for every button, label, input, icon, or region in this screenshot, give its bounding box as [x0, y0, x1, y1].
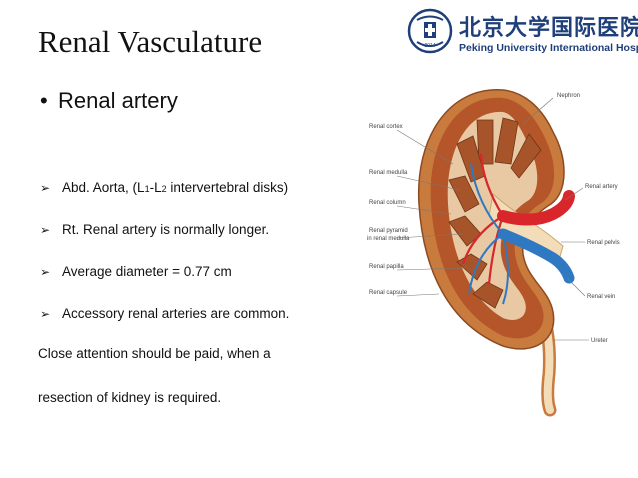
point-accessory: ➢ Accessory renal arteries are common. [40, 306, 289, 321]
point-diameter: ➢ Average diameter = 0.77 cm [40, 264, 232, 279]
hospital-name-chinese: 北京大学国际医院 [459, 15, 638, 41]
label-renal-column: Renal column [369, 200, 406, 206]
bullet-dot-icon: • [40, 88, 48, 113]
seal-year: 2014 [424, 43, 435, 49]
point-text: Rt. Renal artery is normally longer. [62, 222, 270, 237]
label-renal-cortex: Renal cortex [369, 124, 403, 130]
arrow-bullet-icon: ➢ [40, 265, 51, 279]
subscript: 1 [144, 184, 150, 194]
hospital-seal-icon: 2014 [407, 8, 453, 54]
arrow-bullet-icon: ➢ [40, 307, 51, 321]
label-renal-pyramid-sub: in renal medulla [367, 236, 410, 242]
main-bullet: • Renal artery [40, 88, 178, 114]
main-bullet-text: Renal artery [58, 88, 178, 113]
subscript: 2 [161, 184, 167, 194]
label-renal-vein: Renal vein [587, 294, 615, 300]
label-renal-artery: Renal artery [585, 184, 618, 190]
label-renal-medulla: Renal medulla [369, 170, 408, 176]
arrow-bullet-icon: ➢ [40, 181, 51, 195]
point-right-artery: ➢ Rt. Renal artery is normally longer. [40, 222, 269, 237]
point-aorta: ➢ Abd. Aorta, (L1-L2 intervertebral disks… [40, 180, 288, 195]
point-text: intervertebral disks) [166, 180, 289, 195]
point-text: Abd. Aorta, (L [62, 180, 145, 195]
note-line-2: resection of kidney is required. [38, 390, 222, 405]
note-line-1: Close attention should be paid, when a [38, 346, 271, 361]
label-renal-papilla: Renal papilla [369, 264, 404, 270]
label-renal-pyramid: Renal pyramid [369, 228, 408, 234]
kidney-diagram: Nephron Renal cortex Renal medulla Renal… [367, 89, 620, 417]
point-text: Accessory renal arteries are common. [62, 306, 290, 321]
hospital-name-english: Peking University International Hospital [459, 42, 638, 54]
arrow-bullet-icon: ➢ [40, 223, 51, 237]
label-ureter: Ureter [591, 338, 608, 344]
point-text: -L [149, 180, 162, 195]
hospital-logo: 2014 北京大学国际医院 Peking University Internat… [407, 8, 638, 58]
label-renal-pelvis: Renal pelvis [587, 240, 620, 246]
label-renal-capsule: Renal capsule [369, 290, 408, 296]
label-nephron: Nephron [557, 93, 580, 99]
point-text: Average diameter = 0.77 cm [62, 264, 232, 279]
slide-title: Renal Vasculature [38, 24, 263, 59]
